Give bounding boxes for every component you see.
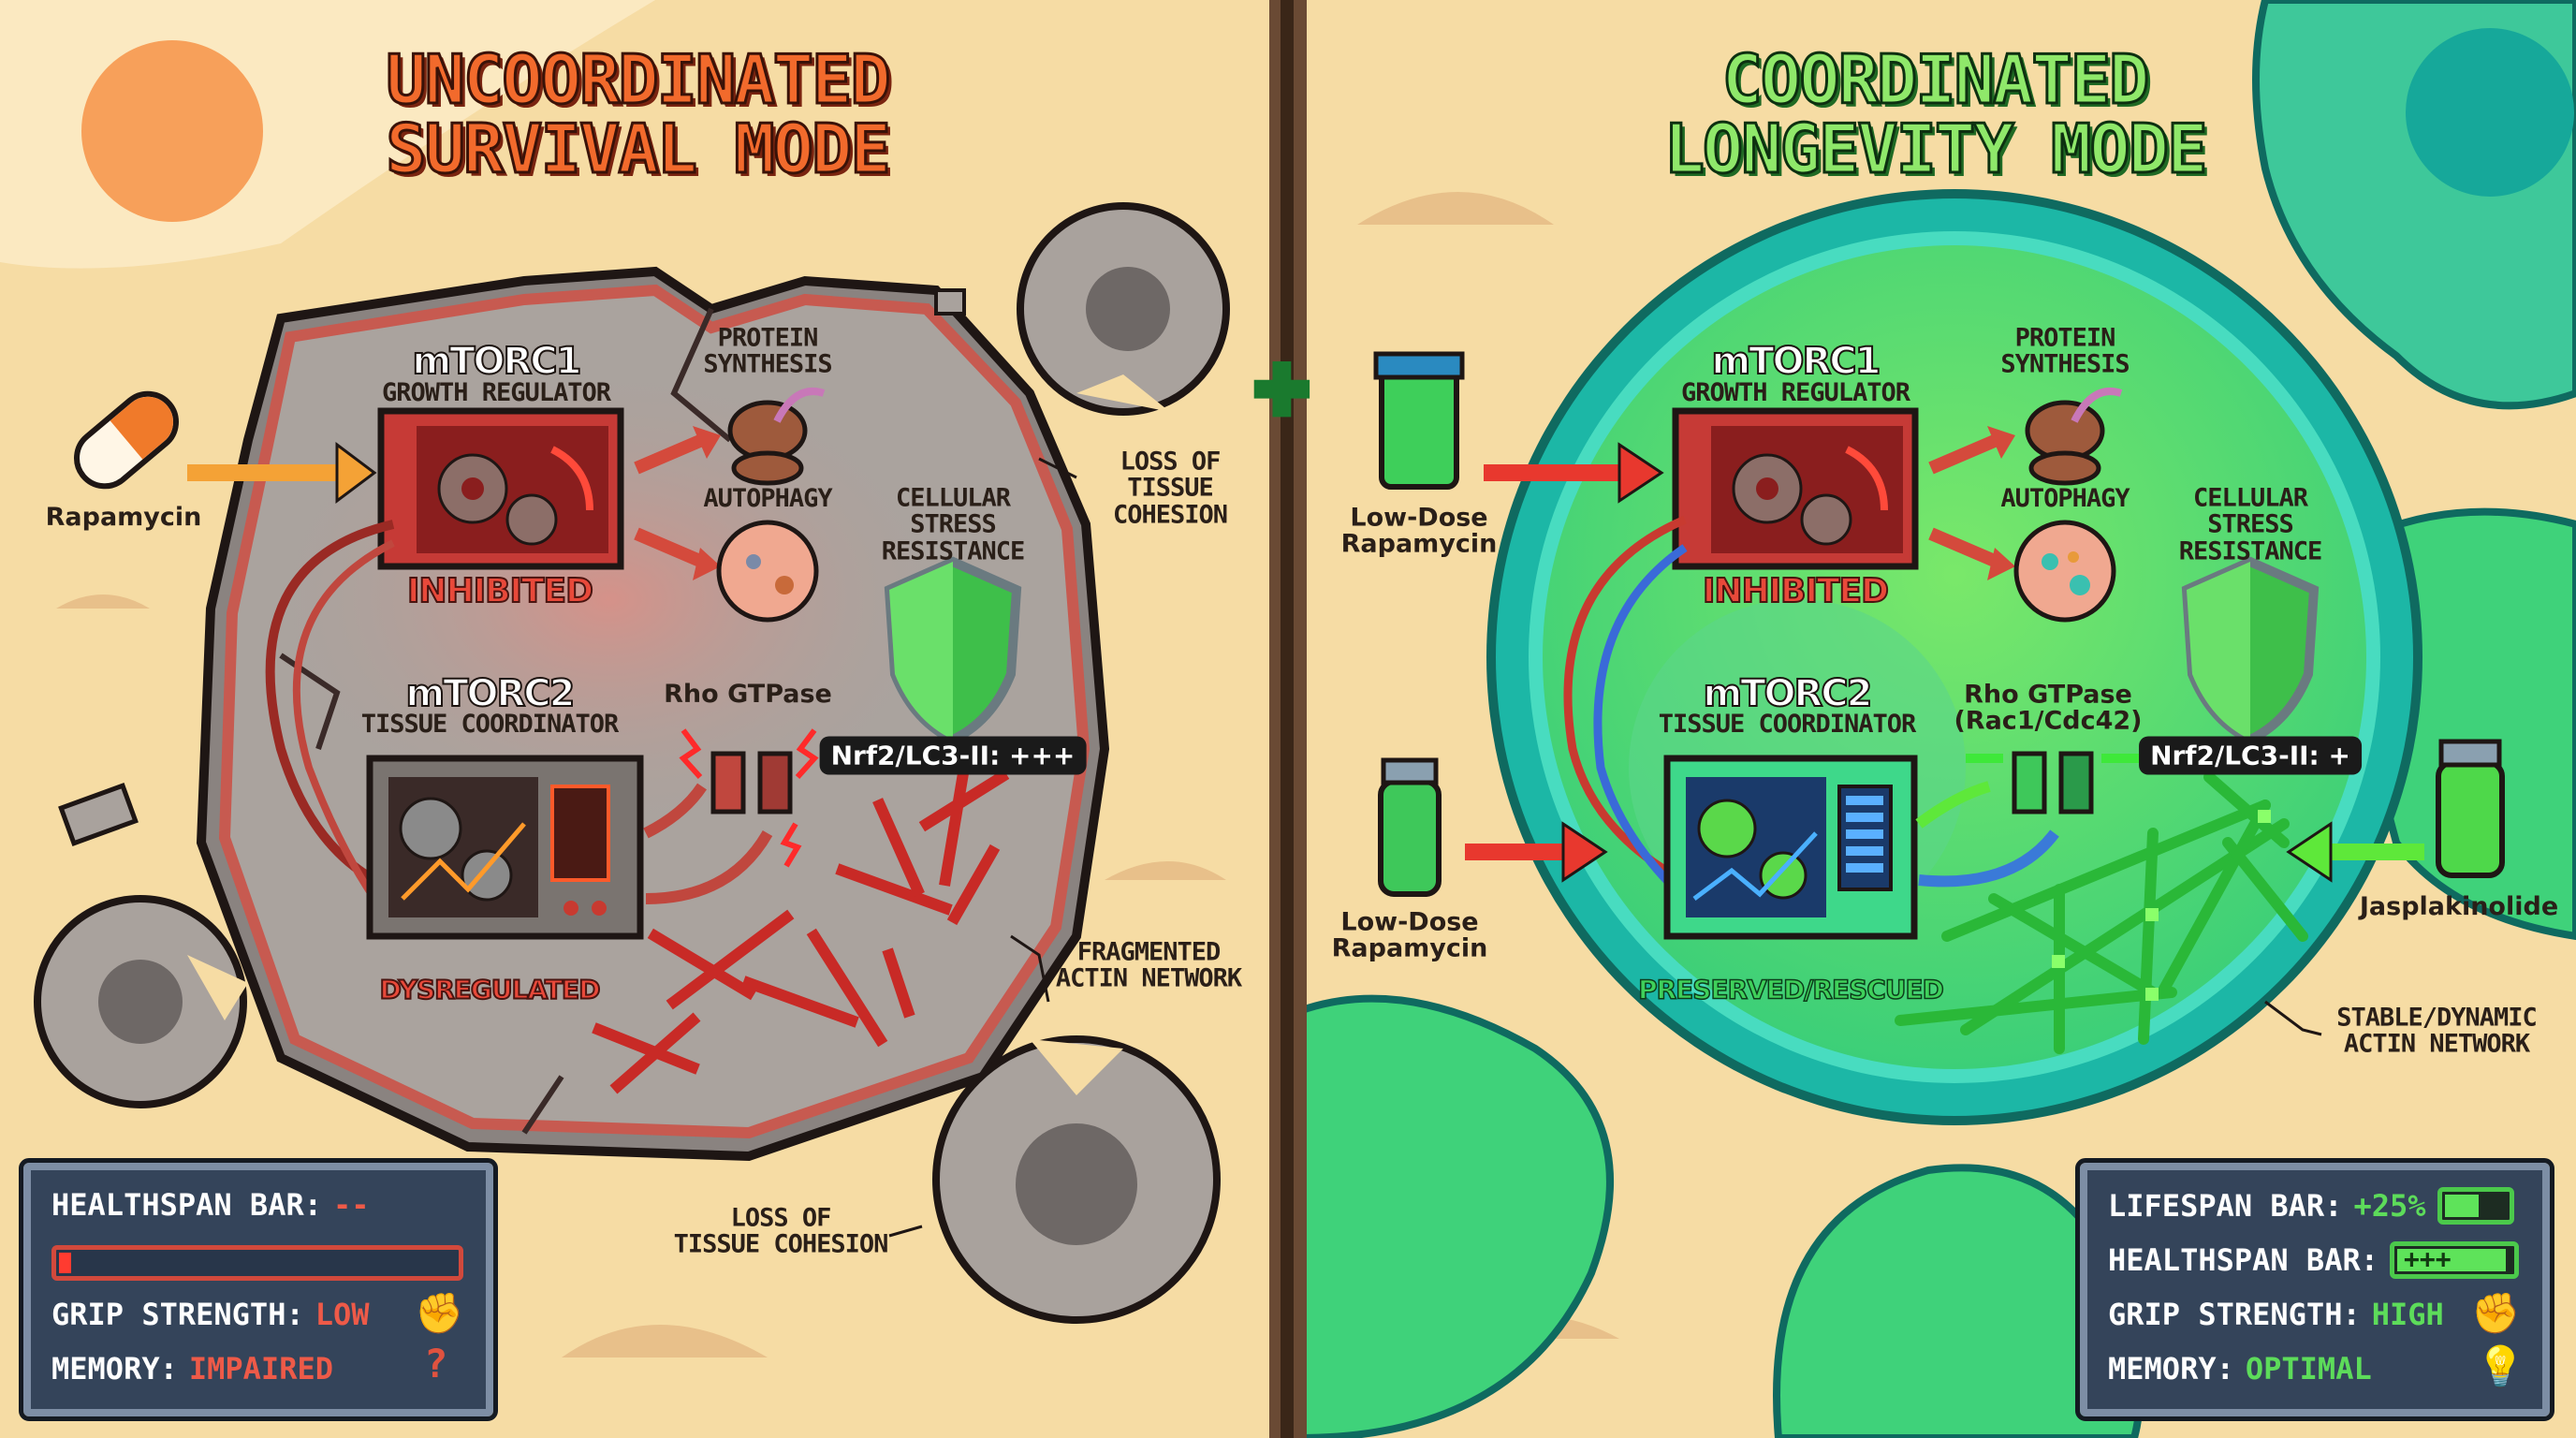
mtorc1-status-right: INHIBITED: [1702, 572, 1890, 611]
memory-label: MEMORY:: [51, 1351, 178, 1387]
vial-icon-jasplakinolide: [2436, 739, 2505, 878]
protein-synthesis-label-right: PROTEIN SYNTHESIS: [2000, 323, 2130, 379]
healthspan-row-left: HEALTHSPAN BAR: --: [51, 1187, 370, 1223]
rho-switch-icon-left: [679, 728, 819, 868]
grip-row-left: GRIP STRENGTH: LOW: [51, 1297, 370, 1332]
rapamycin-label: Rapamycin: [45, 502, 202, 532]
grip-label: GRIP STRENGTH:: [51, 1297, 304, 1332]
memory-label: MEMORY:: [2108, 1351, 2234, 1387]
fist-icon: ✊: [2471, 1290, 2521, 1336]
mtorc2-status-left: DYSREGULATED: [379, 974, 602, 1005]
loss-of-cohesion-label-bottom: LOSS OF TISSUE COHESION: [673, 1203, 889, 1259]
ribosome-icon: [727, 388, 826, 486]
mtorc1-machine-right: [1672, 407, 1919, 570]
memory-row-right: MEMORY: OPTIMAL: [2108, 1351, 2372, 1387]
mtorc2-name-left: mTORC2: [405, 672, 577, 715]
left-status-hud: HEALTHSPAN BAR: -- GRIP STRENGTH: LOW ✊ ME…: [19, 1158, 498, 1421]
right-title-line2: LONGEVITY MODE: [1662, 110, 2209, 188]
mtorc2-machine-right: [1663, 755, 1918, 940]
protein-synthesis-label-left: PROTEIN SYNTHESIS: [703, 323, 832, 379]
mtorc2-machine-left: [366, 755, 644, 940]
autophagosome-icon-right: [2013, 520, 2116, 623]
autophagy-label-right: AUTOPHAGY: [2000, 483, 2130, 513]
lifespan-value: +25%: [2353, 1188, 2426, 1224]
mtorc2-name-right: mTORC2: [1703, 672, 1874, 715]
loss-of-cohesion-label-top: LOSS OF TISSUE COHESION: [1112, 447, 1228, 530]
left-title-line1: UNCOORDINATED: [385, 40, 893, 119]
vial-icon: [1378, 757, 1442, 897]
healthspan-bar-right: +++: [2389, 1241, 2519, 1279]
mtorc1-name-right: mTORC1: [1711, 340, 1882, 383]
lifespan-bar-fill: [2444, 1195, 2479, 1217]
right-status-hud: LIFESPAN BAR: +25% HEALTHSPAN BAR: +++ GRI…: [2075, 1158, 2554, 1421]
grip-value: HIGH: [2371, 1297, 2444, 1332]
mtorc1-role-left: GROWTH REGULATOR: [381, 377, 611, 407]
pill-icon: [74, 390, 179, 490]
mtorc2-role-right: TISSUE COORDINATOR: [1658, 709, 1917, 739]
memory-value: OPTIMAL: [2245, 1351, 2372, 1387]
autophagy-label-left: AUTOPHAGY: [703, 483, 832, 513]
healthspan-label: HEALTHSPAN BAR:: [2108, 1242, 2378, 1278]
question-mark-icon: ?: [424, 1341, 448, 1387]
memory-value: IMPAIRED: [188, 1351, 333, 1387]
lifespan-bar: [2437, 1187, 2514, 1225]
mtorc1-role-right: GROWTH REGULATOR: [1680, 377, 1910, 407]
mtorc1-status-left: INHIBITED: [406, 572, 594, 611]
healthspan-row-right: HEALTHSPAN BAR: +++: [2108, 1241, 2519, 1279]
medicine-bottle-icon: [1253, 351, 1465, 490]
nrf2-badge-left: Nrf2/LC3-II: +++: [819, 736, 1087, 775]
grip-value: LOW: [315, 1297, 370, 1332]
rho-switch-icon-right: [1966, 751, 2139, 814]
left-title-line2: SURVIVAL MODE: [385, 110, 893, 188]
lifespan-row: LIFESPAN BAR: +25%: [2108, 1187, 2514, 1225]
grip-label: GRIP STRENGTH:: [2108, 1297, 2361, 1332]
low-dose-rapamycin-label-bottom: Low-Dose Rapamycin: [1331, 907, 1488, 963]
fragmented-actin-network: [592, 761, 1010, 1094]
lifespan-label: LIFESPAN BAR:: [2108, 1188, 2343, 1224]
broken-cell-fragments: [34, 202, 1230, 1324]
healthspan-bar-fill: [2396, 1249, 2506, 1271]
autophagosome-icon: [716, 520, 819, 623]
memory-row-left: MEMORY: IMPAIRED: [51, 1351, 333, 1387]
grip-row-right: GRIP STRENGTH: HIGH: [2108, 1297, 2444, 1332]
healthspan-bar-fill: [59, 1253, 71, 1273]
stress-resistance-label-right: CELLULAR STRESS RESISTANCE: [2178, 483, 2323, 566]
healthspan-value: --: [332, 1187, 370, 1223]
light-bulb-icon: 💡: [2476, 1343, 2525, 1389]
healthspan-bar-left: [51, 1245, 463, 1281]
mtorc1-machine-left: [377, 407, 624, 570]
fist-icon: ✊: [415, 1290, 464, 1336]
ribosome-icon-right: [2025, 388, 2123, 486]
nrf2-badge-right: Nrf2/LC3-II: +: [2139, 736, 2362, 775]
stress-resistance-label-left: CELLULAR STRESS RESISTANCE: [881, 483, 1026, 566]
rho-gtpase-label-left: Rho GTPase: [664, 679, 832, 709]
sun-icon: [81, 40, 263, 222]
rho-gtpase-label-right: Rho GTPase (Rac1/Cdc42): [1954, 680, 2143, 736]
jasplakinolide-label: Jasplakinolide: [2359, 891, 2559, 921]
fragmented-actin-label: FRAGMENTED ACTIN NETWORK: [1055, 937, 1242, 993]
healthspan-label: HEALTHSPAN BAR:: [51, 1187, 322, 1223]
stable-actin-network: [1895, 771, 2308, 1054]
mtorc1-name-left: mTORC1: [412, 340, 583, 383]
stable-actin-label: STABLE/DYNAMIC ACTIN NETWORK: [2336, 1003, 2538, 1059]
right-title-line1: COORDINATED: [1720, 40, 2151, 119]
mtorc2-status-right: PRESERVED/RESCUED: [1637, 974, 1944, 1005]
healthspan-value: +++: [2403, 1243, 2452, 1274]
low-dose-rapamycin-label-top: Low-Dose Rapamycin: [1340, 503, 1498, 559]
mtorc2-role-left: TISSUE COORDINATOR: [360, 709, 620, 739]
